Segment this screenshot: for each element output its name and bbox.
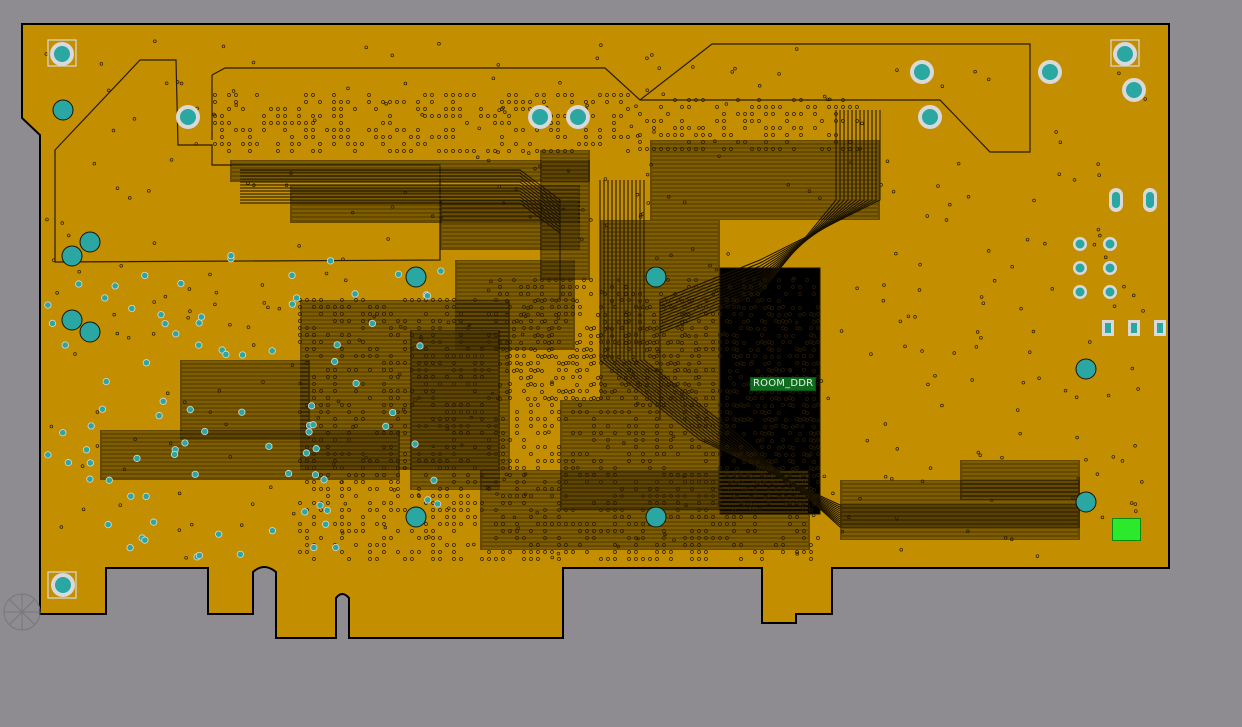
selection-marker[interactable] bbox=[1112, 518, 1141, 541]
via-field bbox=[44, 39, 1147, 561]
origin-crosshair-icon bbox=[3, 593, 41, 631]
room-label[interactable]: ROOM_DDR bbox=[750, 377, 817, 391]
mounting-pads bbox=[47, 39, 1166, 599]
region-outlines bbox=[54, 43, 1031, 263]
